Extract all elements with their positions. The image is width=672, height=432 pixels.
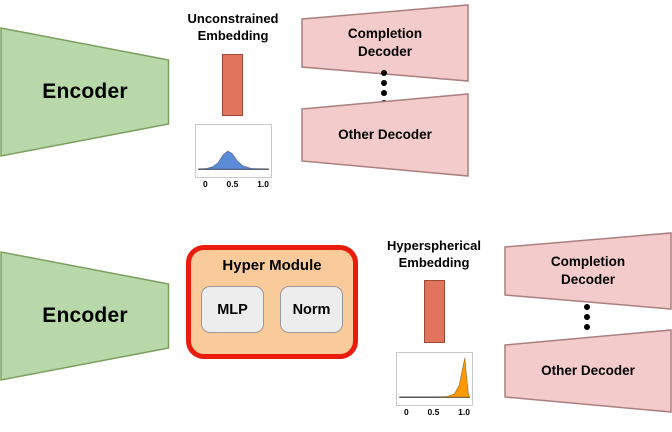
dot-icon	[381, 80, 387, 86]
hyperspherical-encoder: Encoder	[0, 251, 170, 381]
x-axis-ticks: 0 0.5 1.0	[195, 178, 272, 189]
decoder-trapezoid-shape	[504, 232, 672, 310]
hyperspherical-embedding-bar	[424, 280, 445, 343]
unconstrained-embedding-label: Unconstrained Embedding	[187, 11, 279, 43]
decoder-trapezoid-shape	[301, 93, 469, 177]
mlp-box: MLP	[201, 286, 264, 333]
tick-label-10: 1.0	[458, 407, 470, 417]
chart-plot-area	[396, 352, 473, 406]
unconstrained-distribution-chart: 0 0.5 1.0	[195, 124, 272, 189]
dot-icon	[381, 90, 387, 96]
encoder-label: Encoder	[42, 304, 128, 327]
tick-label-10: 1.0	[257, 179, 269, 189]
hyperspherical-completion-decoder: Completion Decoder	[504, 232, 672, 310]
encoder-trapezoid-shape	[0, 251, 170, 381]
encoder-label: Encoder	[42, 80, 128, 103]
decoder-trapezoid-shape	[504, 329, 672, 413]
decoder-trapezoid-shape	[301, 4, 469, 82]
tick-label-05: 0.5	[427, 407, 440, 417]
ellipsis-dots-bottom	[584, 304, 590, 330]
dot-icon	[381, 70, 387, 76]
unconstrained-completion-decoder: Completion Decoder	[301, 4, 469, 82]
hyperspherical-embedding-label: Hyperspherical Embedding	[387, 238, 481, 270]
hyperspherical-other-decoder: Other Decoder	[504, 329, 672, 413]
other-decoder-label: Other Decoder	[541, 363, 635, 379]
hyper-module-contents: MLP Norm	[191, 286, 353, 333]
unconstrained-other-decoder: Other Decoder	[301, 93, 469, 177]
encoder-trapezoid-shape	[0, 27, 170, 157]
tick-label-0: 0	[404, 407, 409, 417]
mlp-label: MLP	[217, 301, 248, 318]
dot-icon	[584, 324, 590, 330]
x-axis-ticks: 0 0.5 1.0	[396, 406, 473, 417]
chart-plot-area	[195, 124, 272, 178]
norm-box: Norm	[280, 286, 343, 333]
completion-decoder-label: Completion Decoder	[347, 26, 423, 59]
hyperspherical-distribution-chart: 0 0.5 1.0	[396, 352, 473, 417]
unconstrained-embedding-bar	[222, 54, 243, 116]
distribution-area	[198, 151, 269, 169]
hyperspherical-distribution-curve	[399, 353, 472, 405]
distribution-area	[399, 358, 470, 398]
hyper-module: Hyper Module MLP Norm	[186, 245, 358, 359]
tick-label-05: 0.5	[226, 179, 239, 189]
unconstrained-encoder: Encoder	[0, 27, 170, 157]
other-decoder-label: Other Decoder	[338, 127, 432, 143]
completion-decoder-label: Completion Decoder	[550, 254, 626, 287]
dot-icon	[584, 304, 590, 310]
tick-label-0: 0	[203, 179, 208, 189]
dot-icon	[584, 314, 590, 320]
hyper-module-title: Hyper Module	[222, 257, 322, 274]
norm-label: Norm	[292, 301, 331, 318]
unconstrained-distribution-curve	[196, 125, 271, 177]
